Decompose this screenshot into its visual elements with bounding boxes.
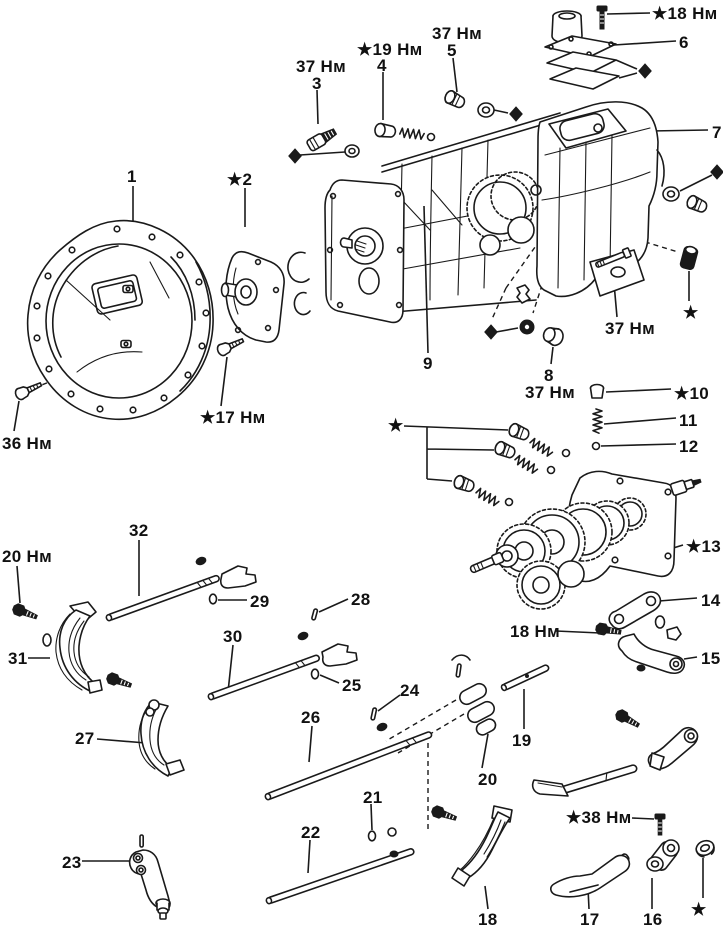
clutch-housing-drawing — [26, 219, 214, 421]
callout-part-19: 19 — [512, 731, 532, 750]
snap-rings-drawing — [287, 251, 311, 316]
rear-socket-bolt-drawing — [679, 245, 699, 271]
callout-torque-20: 20 Нм — [2, 547, 52, 566]
callout-torque-37-8: 37 Нм — [525, 383, 575, 402]
callout-torque-19: ★19 Нм — [357, 40, 423, 59]
callout-part-26: 26 — [301, 708, 321, 727]
detent-4-drawing — [374, 122, 436, 142]
callout-torque-18-lever: 18 Нм — [510, 622, 560, 641]
joint-16-drawing — [646, 839, 680, 872]
fork-18-drawing — [429, 804, 513, 887]
callout-part-30: 30 — [223, 627, 243, 646]
callout-part-28: 28 — [351, 590, 371, 609]
bolt-18nm-top-drawing — [596, 5, 608, 30]
detent-groups-drawing — [451, 421, 571, 508]
callout-part-6: 6 — [679, 33, 689, 52]
callout-part-27: 27 — [75, 729, 95, 748]
callout-part-31: 31 — [8, 649, 28, 668]
lever-14-drawing — [608, 591, 666, 630]
callout-part-5: 5 — [447, 41, 457, 60]
rod-19-drawing — [500, 664, 550, 692]
callout-part-17: 17 — [580, 910, 600, 929]
callout-part-10: ★10 — [674, 384, 710, 403]
rod-30-drawing — [207, 608, 358, 701]
bolt-36nm-drawing — [12, 378, 45, 402]
callout-part-24: 24 — [400, 681, 420, 700]
callout-part-13: ★13 — [686, 537, 722, 556]
lever-15-drawing — [617, 626, 686, 675]
switch-3-drawing — [288, 128, 360, 164]
callout-part-1: 1 — [127, 167, 137, 186]
callout-part-22: 22 — [301, 823, 321, 842]
long-bolt-37nm-drawing — [595, 247, 632, 268]
detent-10-11-12-drawing — [589, 383, 605, 451]
callout-torque-36: 36 Нм — [2, 434, 52, 453]
callout-part-2: ★2 — [227, 170, 253, 189]
callout-part-16: 16 — [643, 910, 663, 929]
rod-32-drawing — [105, 556, 257, 622]
gear-train-drawing — [469, 470, 702, 610]
callout-part-9: 9 — [423, 354, 433, 373]
callout-star-ring: ★ — [691, 900, 707, 919]
rod-22-drawing — [265, 848, 415, 905]
pin-21-drawing — [367, 827, 397, 842]
callout-part-4: 4 — [377, 56, 387, 75]
callout-part-11: 11 — [679, 411, 698, 430]
callout-part-32: 32 — [129, 521, 149, 540]
front-retainer-drawing — [220, 250, 285, 343]
rear-seal-group-drawing — [662, 164, 723, 215]
callout-part-29: 29 — [250, 592, 270, 611]
callout-torque-38: ★38 Нм — [566, 808, 632, 827]
leader-lines — [13, 12, 709, 910]
callout-torque-17: ★17 Нм — [200, 408, 266, 427]
shift-tower-drawing — [544, 10, 652, 90]
callout-part-21: 21 — [363, 788, 383, 807]
bolt-20nm-drawing — [10, 602, 40, 623]
bolt-38nm-drawing — [654, 813, 666, 836]
callout-part-3: 3 — [312, 74, 322, 93]
fork-31-drawing — [42, 601, 103, 694]
callout-part-23: 23 — [62, 853, 82, 872]
callout-part-18: 18 — [478, 910, 498, 929]
fork-27-drawing — [104, 671, 185, 777]
callout-part-25: 25 — [342, 676, 362, 695]
callout-torque-37-5: 37 Нм — [432, 24, 482, 43]
lever-17-drawing — [550, 853, 631, 898]
callout-part-15: 15 — [701, 649, 721, 668]
bushing-ring-drawing — [695, 839, 715, 858]
callout-torque-37-bolt: 37 Нм — [605, 319, 655, 338]
callout-part-14: 14 — [701, 591, 721, 610]
callout-part-12: 12 — [679, 437, 699, 456]
callout-part-7: 7 — [712, 123, 722, 142]
select-lever-drawing — [613, 707, 699, 771]
plug-5-drawing — [442, 88, 523, 122]
rod-26-drawing — [264, 707, 433, 801]
interlock-20-drawing — [451, 654, 497, 736]
arm-23-drawing — [128, 834, 171, 920]
callout-star-detent: ★ — [388, 416, 404, 435]
callout-part-8: 8 — [544, 366, 554, 385]
plug-8-group-drawing — [484, 284, 564, 347]
bolt-17nm-drawing — [214, 334, 247, 358]
shift-head-rod-drawing — [531, 764, 638, 797]
callout-torque-37-3: 37 Нм — [296, 57, 346, 76]
callout-star-rear-bolt: ★ — [683, 303, 699, 322]
callout-part-20: 20 — [478, 770, 498, 789]
callout-torque-18-top: ★18 Нм — [652, 4, 718, 23]
